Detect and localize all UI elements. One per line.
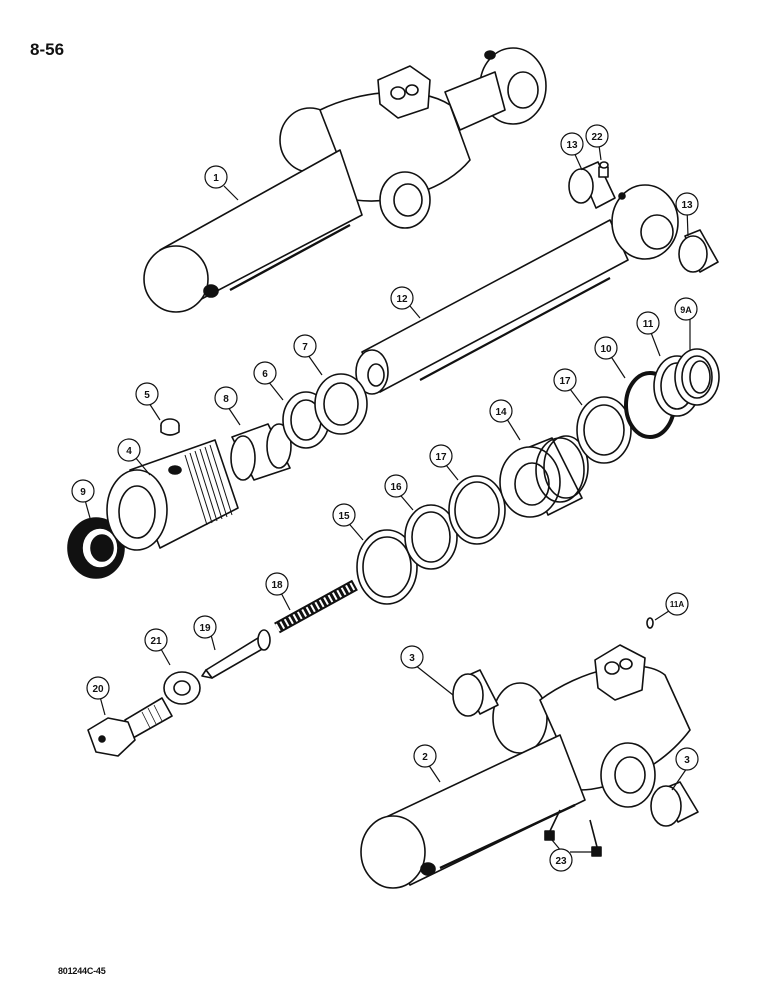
callout-11a: 11A (665, 592, 689, 616)
svg-text:14: 14 (495, 407, 507, 418)
callout-20: 20 (86, 676, 110, 700)
wiper-seal-part-9 (67, 517, 125, 579)
callout-5: 5 (135, 382, 159, 406)
callout-19: 19 (193, 615, 217, 639)
piston-part-14 (499, 435, 589, 518)
cylinder-barrel-part-1 (143, 47, 547, 313)
callout-2: 2 (413, 744, 437, 768)
callout-9a: 9A (674, 297, 698, 321)
svg-text:10: 10 (600, 344, 612, 355)
washer-part-21 (163, 671, 201, 705)
svg-text:9A: 9A (680, 305, 692, 315)
callout-17b: 17 (553, 368, 577, 392)
svg-text:8: 8 (223, 394, 229, 405)
callout-3a: 3 (400, 645, 424, 669)
seal-part-15 (356, 529, 418, 605)
grease-fitting-part-22 (598, 161, 609, 178)
svg-text:4: 4 (126, 446, 132, 457)
plug-part-5 (160, 418, 180, 436)
svg-text:3: 3 (684, 755, 690, 766)
bushing-part-13b (678, 229, 719, 273)
bushing-part-3a (452, 669, 499, 717)
ring-part-16 (404, 504, 458, 570)
callout-6: 6 (253, 361, 277, 385)
ring-part-17a (448, 475, 506, 545)
grease-fitting-part-23 (544, 809, 602, 857)
callout-14: 14 (489, 399, 513, 423)
callout-8: 8 (214, 386, 238, 410)
svg-text:20: 20 (92, 684, 104, 695)
callout-13b: 13 (675, 192, 699, 216)
callout-22: 22 (585, 124, 609, 148)
svg-text:22: 22 (591, 132, 603, 143)
seal-part-9a (674, 348, 720, 406)
callout-3b: 3 (675, 747, 699, 771)
bushing-part-8 (230, 423, 292, 481)
callout-15: 15 (332, 503, 356, 527)
callout-17a: 17 (429, 444, 453, 468)
svg-text:13: 13 (566, 140, 578, 151)
svg-text:19: 19 (199, 623, 211, 634)
svg-text:15: 15 (338, 511, 350, 522)
ring-part-7 (314, 373, 368, 435)
pin-part-19 (201, 629, 271, 679)
fitting-part-11a (646, 617, 654, 629)
svg-text:1: 1 (213, 173, 219, 184)
callout-9: 9 (71, 479, 95, 503)
svg-text:5: 5 (144, 390, 150, 401)
page-number: 8-56 (30, 40, 65, 59)
svg-text:11A: 11A (670, 600, 684, 609)
svg-text:17: 17 (559, 376, 571, 387)
svg-text:13: 13 (681, 200, 693, 211)
svg-text:6: 6 (262, 369, 268, 380)
svg-text:2: 2 (422, 752, 428, 763)
svg-text:18: 18 (271, 580, 283, 591)
gland-part-4 (106, 439, 239, 551)
document-code: 801244C-45 (58, 966, 106, 976)
svg-text:17: 17 (435, 452, 447, 463)
svg-text:21: 21 (150, 636, 162, 647)
svg-text:3: 3 (409, 653, 415, 664)
callout-21: 21 (144, 628, 168, 652)
piston-rod-part-12 (355, 184, 679, 395)
callout-13a: 13 (560, 132, 584, 156)
bushing-part-13a (568, 161, 616, 209)
ring-part-17b (576, 396, 632, 464)
callout-23: 23 (549, 848, 573, 872)
callout-12: 12 (390, 286, 414, 310)
bolt-part-20 (87, 697, 173, 757)
svg-text:16: 16 (390, 482, 402, 493)
callout-11: 11 (636, 311, 660, 335)
bushing-part-3b (650, 781, 699, 827)
callout-4: 4 (117, 438, 141, 462)
callout-7: 7 (293, 334, 317, 358)
callout-10: 10 (594, 336, 618, 360)
callout-16: 16 (384, 474, 408, 498)
spring-part-18 (274, 579, 358, 634)
callout-1: 1 (204, 165, 228, 189)
callout-18: 18 (265, 572, 289, 596)
svg-text:7: 7 (302, 342, 308, 353)
svg-text:11: 11 (643, 319, 654, 330)
svg-text:12: 12 (396, 294, 408, 305)
cylinder-barrel-part-2 (360, 644, 691, 889)
svg-text:23: 23 (555, 856, 567, 867)
svg-text:9: 9 (80, 487, 86, 498)
